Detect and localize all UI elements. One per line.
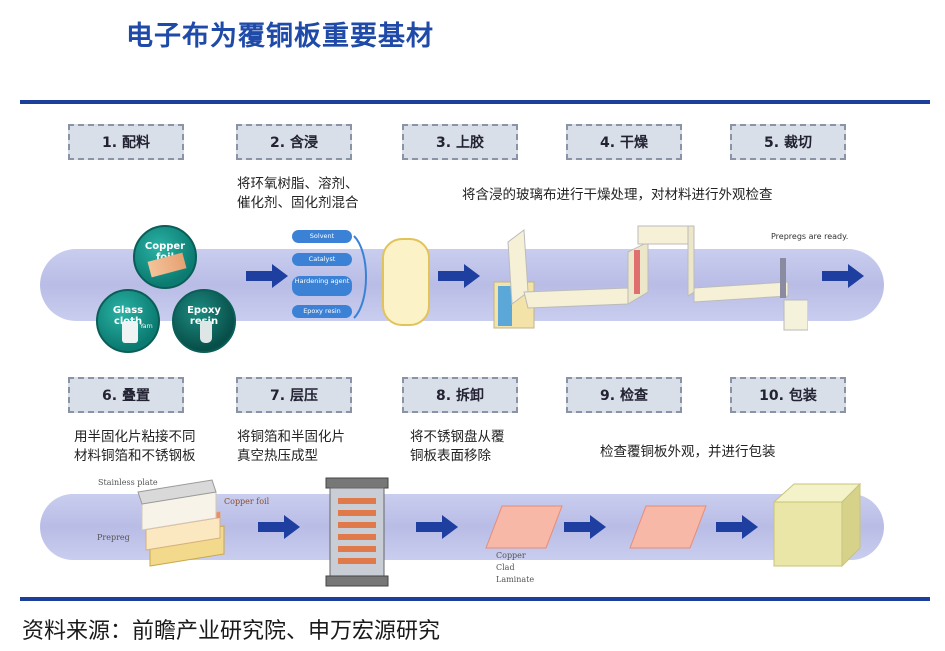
arrow-right-icon <box>416 515 458 539</box>
step-5-box: 5. 裁切 <box>730 124 846 160</box>
step-7-desc-line2: 真空热压成型 <box>237 448 318 464</box>
step-2-box: 2. 含浸 <box>236 124 352 160</box>
resin-bottle-image <box>200 321 212 343</box>
step-6-desc-line1: 用半固化片粘接不同 <box>74 429 196 445</box>
step-1-box: 1. 配料 <box>68 124 184 160</box>
ccl-label-clad: Clad <box>496 563 515 572</box>
ccl-label-copper: Copper <box>496 551 526 560</box>
step-8-desc-line2: 铜板表面移除 <box>410 448 491 464</box>
ccl-panel-illustration <box>485 505 563 549</box>
laminating-press-illustration <box>325 477 389 587</box>
step-4-box: 4. 干燥 <box>566 124 682 160</box>
step-9-desc: 检查覆铜板外观，并进行包装 <box>600 444 776 460</box>
copper-foil-circle: Copper foil <box>133 225 197 289</box>
yarn-image <box>122 321 138 343</box>
hardening-agent-pill: Hardening agent <box>292 276 352 296</box>
copper-foil-stack-label: Copper foil <box>224 497 270 506</box>
step-9-box: 9. 检查 <box>566 377 682 413</box>
arrow-right-icon <box>438 264 480 288</box>
step-2-desc-line1: 将环氧树脂、溶剂、 <box>237 176 359 192</box>
layer-stack-illustration <box>137 479 225 567</box>
page-title: 电子布为覆铜板重要基材 <box>126 21 434 52</box>
epoxy-resin-circle: Epoxy resin <box>172 289 236 353</box>
arrow-right-icon <box>716 515 758 539</box>
ccl-label-laminate: Laminate <box>496 575 535 584</box>
step-10-box: 10. 包装 <box>730 377 846 413</box>
arrow-right-icon <box>564 515 606 539</box>
step-7-desc-line1: 将铜箔和半固化片 <box>237 429 345 445</box>
package-box-illustration <box>772 482 862 568</box>
step-6-desc-line2: 材料铜箔和不锈钢板 <box>74 448 196 464</box>
mixing-bracket-icon <box>353 235 367 319</box>
step-3-desc: 将含浸的玻璃布进行干燥处理，对材料进行外观检查 <box>462 187 773 203</box>
step-3-box: 3. 上胶 <box>402 124 518 160</box>
stainless-plate-label: Stainless plate <box>98 478 158 487</box>
top-divider <box>20 100 930 104</box>
bottom-divider <box>20 597 930 601</box>
epoxy-resin-pill: Epoxy resin <box>292 305 352 318</box>
step-8-box: 8. 拆卸 <box>402 377 518 413</box>
drying-machine-illustration <box>493 225 808 331</box>
solvent-pill: Solvent <box>292 230 352 243</box>
step-7-box: 7. 层压 <box>236 377 352 413</box>
yarn-label: Yarn <box>140 323 153 330</box>
arrow-right-icon <box>246 264 288 288</box>
step-8-desc-line1: 将不锈钢盘从覆 <box>410 429 505 445</box>
inspected-ccl-panel-illustration <box>629 505 707 549</box>
prepregs-ready-label: Prepregs are ready. <box>771 232 849 241</box>
source-note: 资料来源：前瞻产业研究院、申万宏源研究 <box>22 619 441 644</box>
arrow-right-icon <box>822 264 864 288</box>
mixing-vessel <box>382 238 430 326</box>
prepreg-label: Prepreg <box>97 533 130 542</box>
catalyst-pill: Catalyst <box>292 253 352 266</box>
step-2-desc-line2: 催化剂、固化剂混合 <box>237 195 359 211</box>
glass-cloth-circle: Glass cloth Yarn <box>96 289 160 353</box>
step-6-box: 6. 叠置 <box>68 377 184 413</box>
arrow-right-icon <box>258 515 300 539</box>
